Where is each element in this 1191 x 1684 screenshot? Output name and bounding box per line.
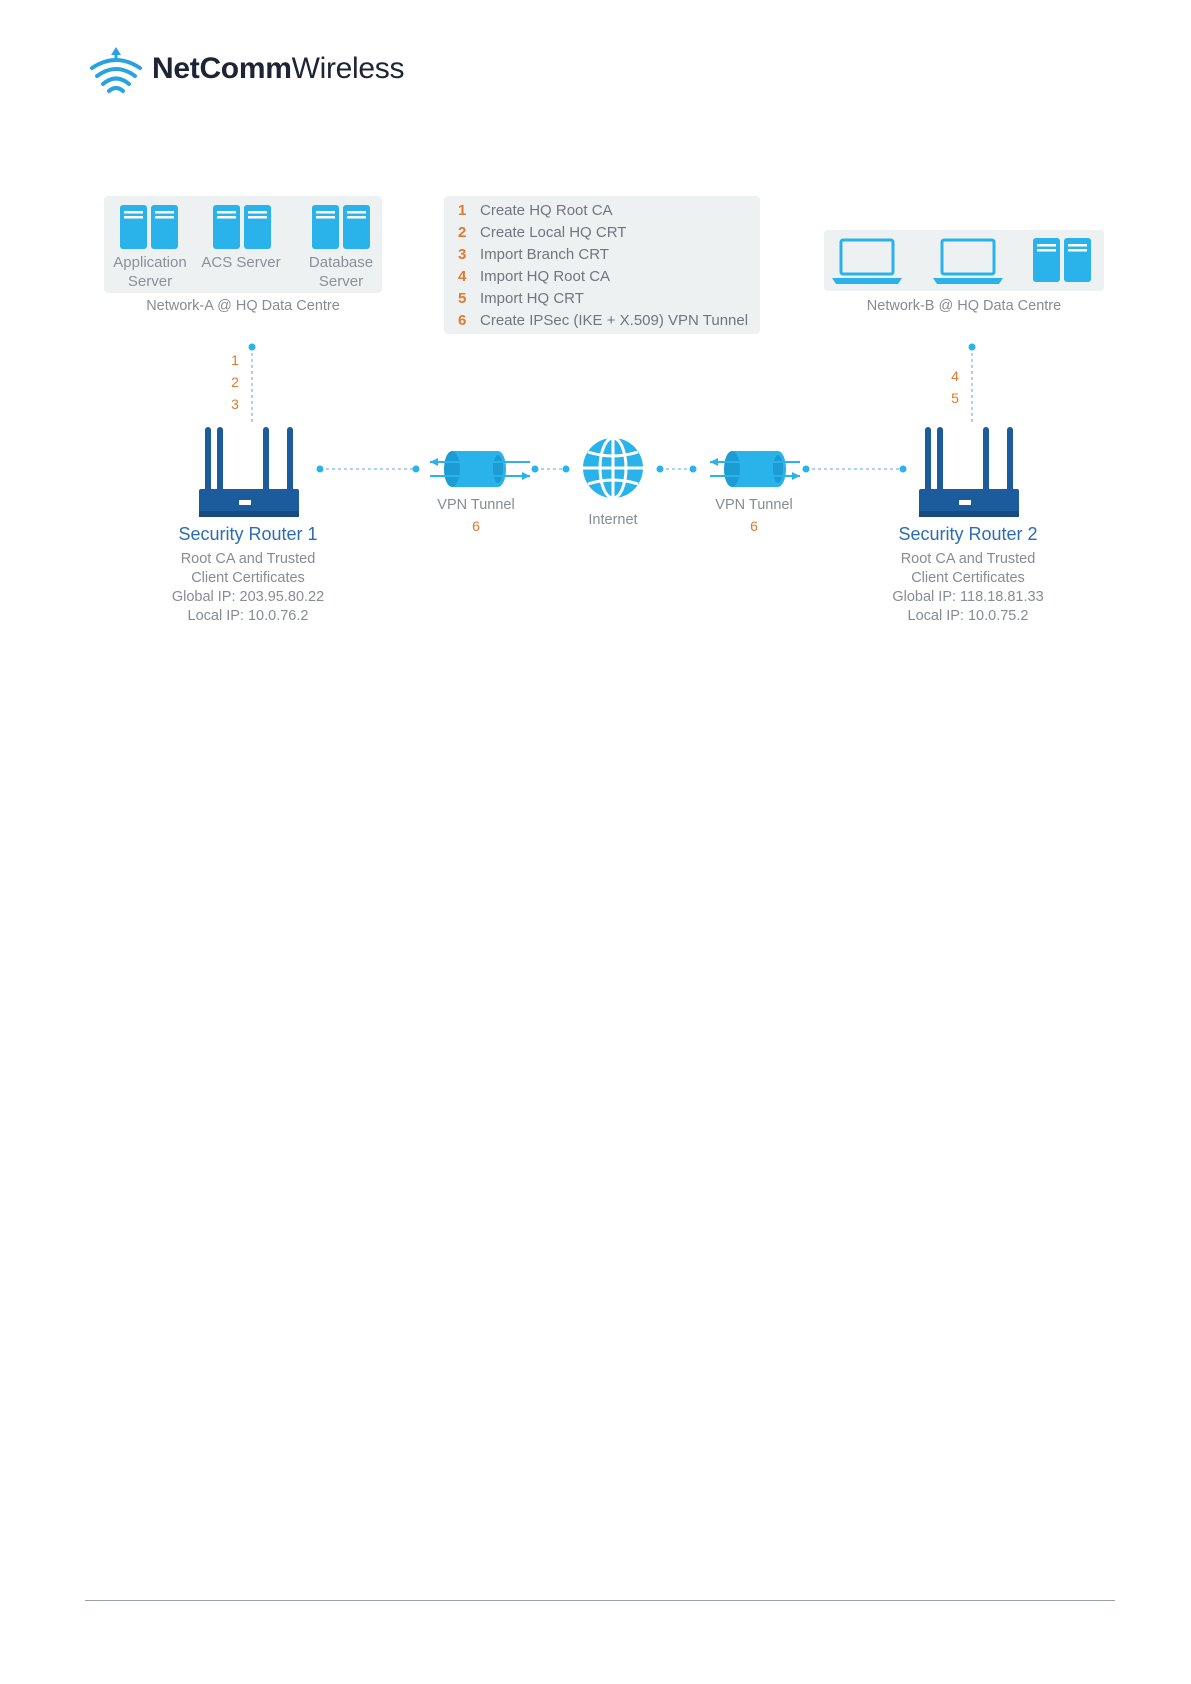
wireless-signal-icon [90,47,142,93]
vpn-tunnel-right-label: VPN Tunnel [715,497,793,513]
security-router-1-icon [199,427,299,517]
step-number: 4 [458,268,467,285]
server-label: Application Server [104,253,196,291]
server-label: Database Server [296,253,386,291]
vpn-tunnel-left-icon [430,451,530,487]
security-router-1-title: Security Router 1 [178,524,318,544]
footer-divider [85,1600,1115,1601]
step-number: 5 [458,290,467,307]
router-detail-line: Local IP: 10.0.76.2 [187,608,309,624]
step-text: Create Local HQ CRT [480,224,627,241]
link-dot [316,465,324,473]
step-number: 3 [458,246,467,263]
step-item: 3 Import Branch CRT [458,244,609,265]
step-item: 2 Create Local HQ CRT [458,222,626,243]
security-router-1-details: Root CA and Trusted Client Certificates … [138,550,358,626]
security-router-2-icon [919,427,1019,517]
server-label-line: Application [113,254,187,271]
step-tag: 3 [231,396,239,412]
security-router-2-details: Root CA and Trusted Client Certificates … [858,550,1078,626]
server-label-line: Database [308,254,374,271]
brand-wordmark-bold: NetComm [152,52,292,85]
vpn-tunnel-left-label: VPN Tunnel [437,497,515,513]
server-label-line: Server [318,273,364,290]
step-text: Import HQ Root CA [480,268,611,285]
uplink-dot [968,343,976,351]
step-item: 4 Import HQ Root CA [458,266,610,287]
brand-logo: NetCommWireless [88,44,405,94]
link-dot [689,465,697,473]
router-detail-line: Local IP: 10.0.75.2 [907,608,1029,624]
step-text: Create HQ Root CA [480,202,613,219]
brand-wordmark: NetCommWireless [152,52,405,85]
step-item: 6 Create IPSec (IKE + X.509) VPN Tunnel [458,310,748,331]
link-dot [656,465,664,473]
step-text: Create IPSec (IKE + X.509) VPN Tunnel [480,312,749,329]
step-item: 1 Create HQ Root CA [458,200,613,221]
vpn-tunnel-right-icon [710,451,800,487]
router-detail-line: Global IP: 203.95.80.22 [171,589,325,605]
step-number: 1 [458,202,467,219]
step-text: Import HQ CRT [480,290,584,307]
link-dot [802,465,810,473]
security-router-2-title: Security Router 2 [898,524,1038,544]
brand-wordmark-light: Wireless [291,52,405,85]
step-text: Import Branch CRT [480,246,609,263]
step-item: 5 Import HQ CRT [458,288,584,309]
server-label-line: ACS Server [201,254,281,271]
uplink-dot [248,343,256,351]
step-number: 2 [458,224,467,241]
link-dot [531,465,539,473]
globe-icon [583,436,643,500]
vpn-tunnel-left-step: 6 [472,518,480,534]
steps-panel: 1 Create HQ Root CA 2 Create Local HQ CR… [444,196,760,334]
router-detail-line: Root CA and Trusted [900,551,1036,567]
step-tag: 5 [951,390,959,406]
router-detail-line: Client Certificates [911,570,1025,586]
step-number: 6 [458,312,467,329]
router-detail-line: Client Certificates [191,570,305,586]
step-tag: 1 [231,352,239,368]
router-detail-line: Root CA and Trusted [180,551,316,567]
vpn-tunnel-right-step: 6 [750,518,758,534]
link-dot [562,465,570,473]
internet-label: Internet [588,512,638,528]
server-label: ACS Server [196,253,286,272]
step-tag: 4 [951,368,959,384]
step-tag: 2 [231,374,239,390]
router-detail-line: Global IP: 118.18.81.33 [892,589,1044,605]
network-b-caption: Network-B @ HQ Data Centre [866,298,1062,314]
server-label-line: Server [127,273,173,290]
network-a-caption: Network-A @ HQ Data Centre [146,298,340,314]
link-dot [899,465,907,473]
link-dot [412,465,420,473]
network-diagram [104,196,1104,517]
